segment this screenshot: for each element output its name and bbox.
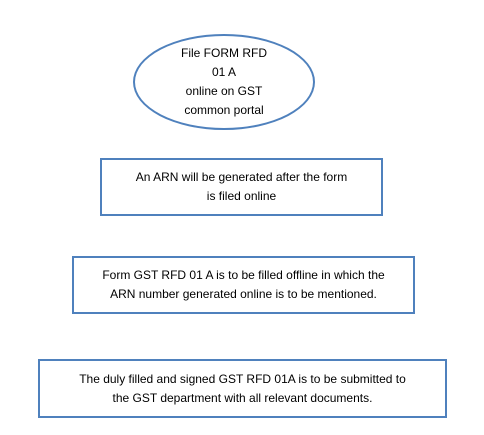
offline-form-text: Form GST RFD 01 A is to be filled offlin… <box>102 266 384 304</box>
start-ellipse-line-3: common portal <box>184 103 264 117</box>
offline-form-box: Form GST RFD 01 A is to be filled offlin… <box>72 256 415 314</box>
start-ellipse-text: File FORM RFD 01 A online on GST common … <box>173 44 275 120</box>
start-ellipse-line-2: online on GST <box>185 84 263 98</box>
arn-generation-box: An ARN will be generated after the form … <box>100 158 383 216</box>
start-ellipse-line-1: File FORM RFD 01 A <box>181 46 267 79</box>
arn-generation-line-2: is filed online <box>206 189 277 203</box>
start-ellipse: File FORM RFD 01 A online on GST common … <box>133 34 315 130</box>
offline-form-line-2: ARN number generated online is to be men… <box>110 287 377 301</box>
arn-generation-line-1: An ARN will be generated after the form <box>135 170 348 184</box>
submission-line-2: the GST department with all relevant doc… <box>112 390 373 405</box>
offline-form-line-1: Form GST RFD 01 A is to be filled offlin… <box>102 268 385 282</box>
submission-box: The duly filled and signed GST RFD 01A i… <box>38 359 447 418</box>
submission-line-1: The duly filled and signed GST RFD 01A i… <box>79 371 406 386</box>
arn-generation-text: An ARN will be generated after the form … <box>136 168 347 206</box>
submission-text: The duly filled and signed GST RFD 01A i… <box>79 370 406 408</box>
